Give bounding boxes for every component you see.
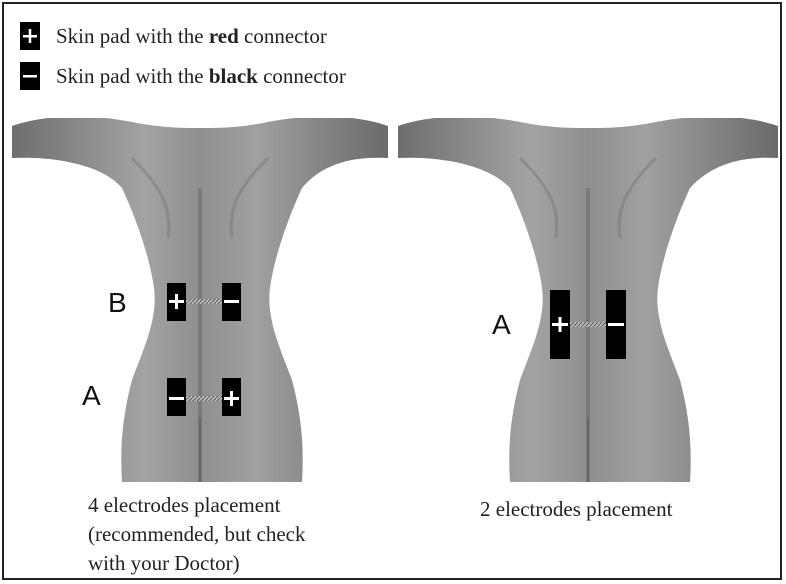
- pair-b-wire: [186, 299, 222, 304]
- pair-a-wire: [186, 396, 222, 401]
- caption-line: with your Doctor): [88, 549, 306, 578]
- pair-a-wire: [570, 322, 606, 327]
- pair-b-label: B: [108, 287, 127, 319]
- legend-item-black: Skin pad with the black connector: [20, 62, 346, 90]
- caption-2-electrodes: 2 electrodes placement: [480, 495, 672, 524]
- caption-line: 2 electrodes placement: [480, 495, 672, 524]
- plus-pad-icon: [20, 22, 40, 50]
- pair-a-label: A: [82, 380, 101, 412]
- legend-label-red: Skin pad with the red connector: [56, 24, 327, 49]
- legend-emphasis-black: black: [209, 64, 258, 88]
- legend-label-black: Skin pad with the black connector: [56, 64, 346, 89]
- caption-line: 4 electrodes placement: [88, 491, 306, 520]
- pair-a-label-right: A: [492, 309, 511, 341]
- back-figure-2-electrodes: [398, 118, 778, 482]
- legend-item-red: Skin pad with the red connector: [20, 22, 327, 50]
- caption-line: (recommended, but check: [88, 520, 306, 549]
- caption-4-electrodes: 4 electrodes placement (recommended, but…: [88, 491, 306, 578]
- back-figure-4-electrodes: [12, 118, 388, 482]
- minus-pad-icon: [20, 62, 40, 90]
- legend-emphasis-red: red: [209, 24, 239, 48]
